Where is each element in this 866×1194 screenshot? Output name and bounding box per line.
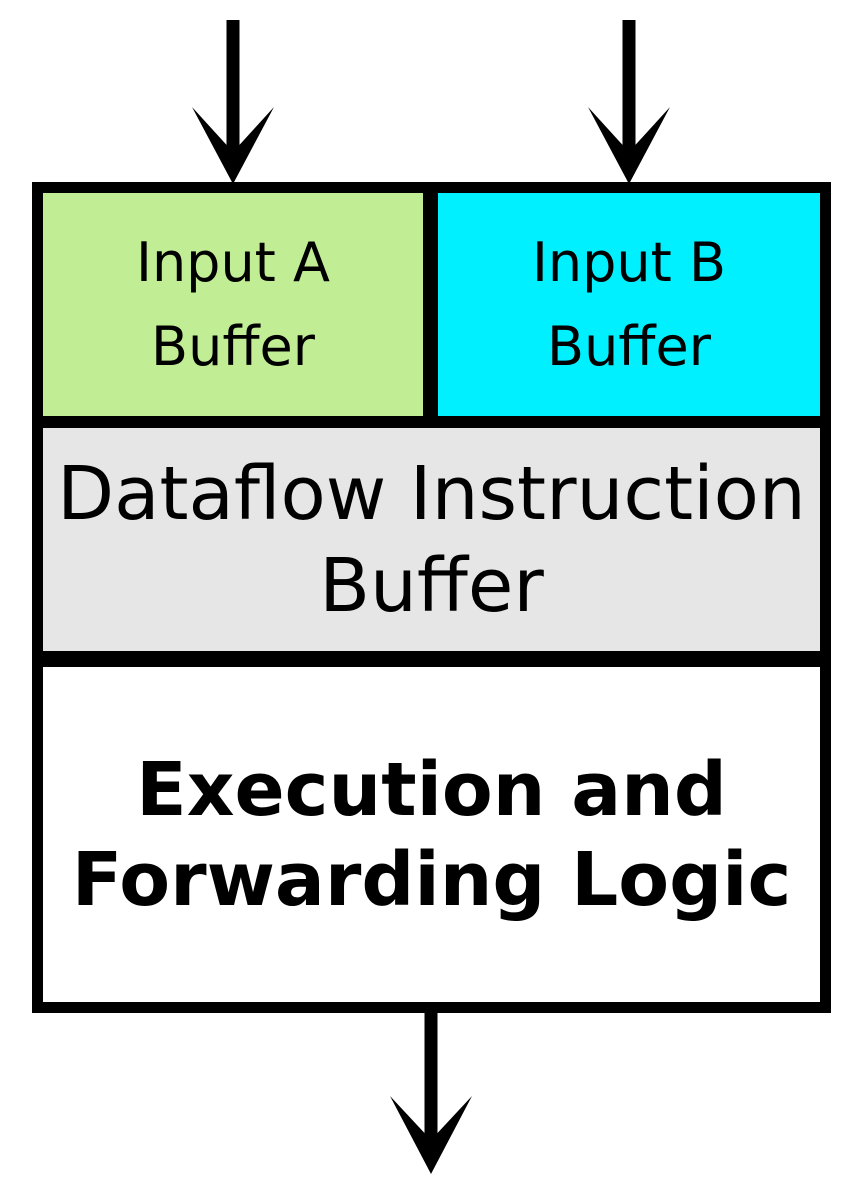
inputs-dataflow-divider	[43, 416, 820, 428]
input-buffers-divider	[423, 193, 438, 416]
output-down-arrow-icon	[390, 1008, 472, 1174]
dataflow-instruction-buffer-box: Dataflow Instruction Buffer	[43, 428, 820, 651]
input-b-down-arrow-icon	[588, 20, 670, 184]
processor-tile-box: Input A Buffer Input B Buffer Dataflow I…	[32, 182, 831, 1013]
input-buffers-row: Input A Buffer Input B Buffer	[43, 193, 820, 416]
input-b-buffer-box: Input B Buffer	[438, 193, 820, 416]
execution-forwarding-logic-box: Execution and Forwarding Logic	[43, 667, 820, 1002]
input-b-buffer-label: Input B Buffer	[531, 230, 727, 378]
input-a-buffer-label: Input A Buffer	[136, 230, 330, 378]
input-a-buffer-box: Input A Buffer	[43, 193, 423, 416]
input-a-down-arrow-icon	[192, 20, 274, 184]
dataflow-instruction-buffer-label: Dataflow Instruction Buffer	[57, 450, 806, 629]
execution-forwarding-logic-label: Execution and Forwarding Logic	[71, 746, 792, 923]
dataflow-execution-divider	[43, 651, 820, 667]
